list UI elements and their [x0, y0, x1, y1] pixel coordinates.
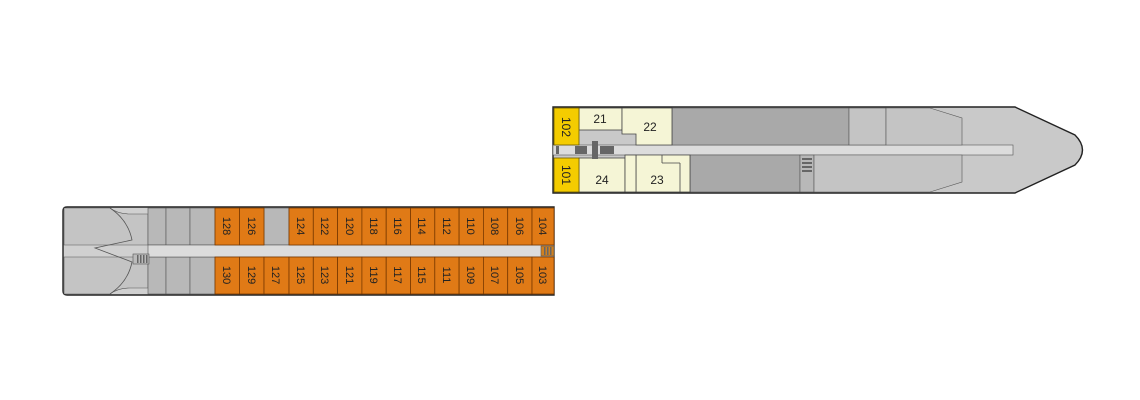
cabin-117[interactable] — [385, 256, 411, 295]
cabin-104-label: 104 — [536, 217, 548, 235]
upper-restaurant-area — [689, 154, 801, 193]
cabin-129-label: 129 — [245, 266, 257, 284]
cabin-118-label: 118 — [367, 217, 379, 235]
cabin-120-label: 120 — [343, 217, 355, 235]
lower-stairs — [132, 245, 555, 265]
cabin-116[interactable] — [385, 207, 411, 246]
cabin-122[interactable] — [312, 207, 338, 246]
upper-deck: 102 101 21 22 24 23 — [552, 106, 1084, 194]
lower-bottom-row-cabins — [214, 256, 555, 295]
cabin-114[interactable] — [410, 207, 436, 246]
cabin-126-label: 126 — [245, 217, 257, 235]
cabin-121[interactable] — [337, 256, 363, 295]
cabin-120[interactable] — [337, 207, 363, 246]
cabin-111-label: 111 — [440, 267, 452, 284]
cabin-115-label: 115 — [415, 266, 427, 284]
cabin-125-label: 125 — [294, 266, 306, 284]
cabin-109-label: 109 — [464, 266, 476, 284]
lower-service-6 — [189, 256, 216, 295]
cabin-123-label: 123 — [318, 266, 330, 284]
room-21-label: 21 — [593, 112, 607, 126]
lower-service-7 — [263, 207, 290, 246]
lower-service-3 — [189, 207, 216, 246]
cabin-104[interactable] — [531, 207, 555, 246]
cabin-130-label: 130 — [220, 266, 232, 284]
cabin-118[interactable] — [361, 207, 387, 246]
upper-stairs-right — [802, 158, 812, 172]
cabin-106[interactable] — [507, 207, 533, 246]
cabin-128[interactable] — [214, 207, 240, 246]
cabin-108[interactable] — [482, 207, 509, 246]
cabin-115[interactable] — [410, 256, 436, 295]
upper-stairs-left — [556, 141, 614, 159]
cabin-105-label: 105 — [513, 266, 525, 284]
room-24[interactable] — [578, 157, 626, 193]
cabin-112-label: 112 — [440, 217, 452, 235]
cabin-122-label: 122 — [318, 217, 330, 235]
upper-deck-corridor — [552, 144, 1014, 156]
upper-bow-area-top — [885, 107, 963, 146]
cabin-103-label: 103 — [536, 266, 548, 284]
upper-stair-block — [799, 154, 815, 193]
lower-service-5 — [165, 256, 191, 295]
cabin-108-label: 108 — [488, 217, 500, 235]
lower-deck: 128 126 124 122 120 118 116 114 112 110 … — [62, 206, 555, 296]
stern-outline — [93, 207, 133, 295]
suite-102[interactable] — [553, 107, 580, 146]
cabin-129[interactable] — [239, 256, 265, 295]
cabin-114-label: 114 — [415, 217, 427, 235]
lower-top-row-cabins — [214, 207, 555, 246]
lower-service-1 — [147, 207, 167, 246]
upper-lounge-area — [671, 107, 850, 146]
cabin-127-label: 127 — [269, 266, 281, 284]
cabin-117-label: 117 — [391, 266, 403, 284]
suite-101-label: 101 — [559, 165, 573, 185]
cabin-119-label: 119 — [367, 266, 379, 284]
cabin-119[interactable] — [361, 256, 387, 295]
cabin-110-label: 110 — [464, 217, 476, 235]
room-23-label: 23 — [650, 173, 664, 187]
cabin-127[interactable] — [263, 256, 290, 295]
cabin-106-label: 106 — [513, 217, 525, 235]
cabin-107-label: 107 — [488, 266, 500, 284]
suite-102-label: 102 — [559, 117, 573, 137]
room-24-label: 24 — [595, 173, 609, 187]
cabin-121-label: 121 — [343, 266, 355, 284]
suite-101[interactable] — [553, 157, 580, 193]
room-22-label: 22 — [643, 120, 657, 134]
room-24-annex — [624, 154, 637, 193]
upper-bow-area-bottom — [813, 154, 963, 193]
upper-deck-area — [848, 107, 887, 146]
lower-service-2 — [165, 207, 191, 246]
cabin-128-label: 128 — [220, 217, 232, 235]
room-22[interactable] — [621, 107, 673, 146]
lower-service-4 — [147, 256, 167, 295]
lower-deck-corridor — [147, 244, 555, 258]
cabin-112[interactable] — [434, 207, 460, 246]
cabin-109[interactable] — [458, 256, 484, 295]
cabin-103[interactable] — [531, 256, 555, 295]
cabin-126[interactable] — [239, 207, 265, 246]
cabin-116-label: 116 — [391, 217, 403, 235]
cabin-107[interactable] — [482, 256, 509, 295]
cabin-124-label: 124 — [294, 217, 306, 235]
